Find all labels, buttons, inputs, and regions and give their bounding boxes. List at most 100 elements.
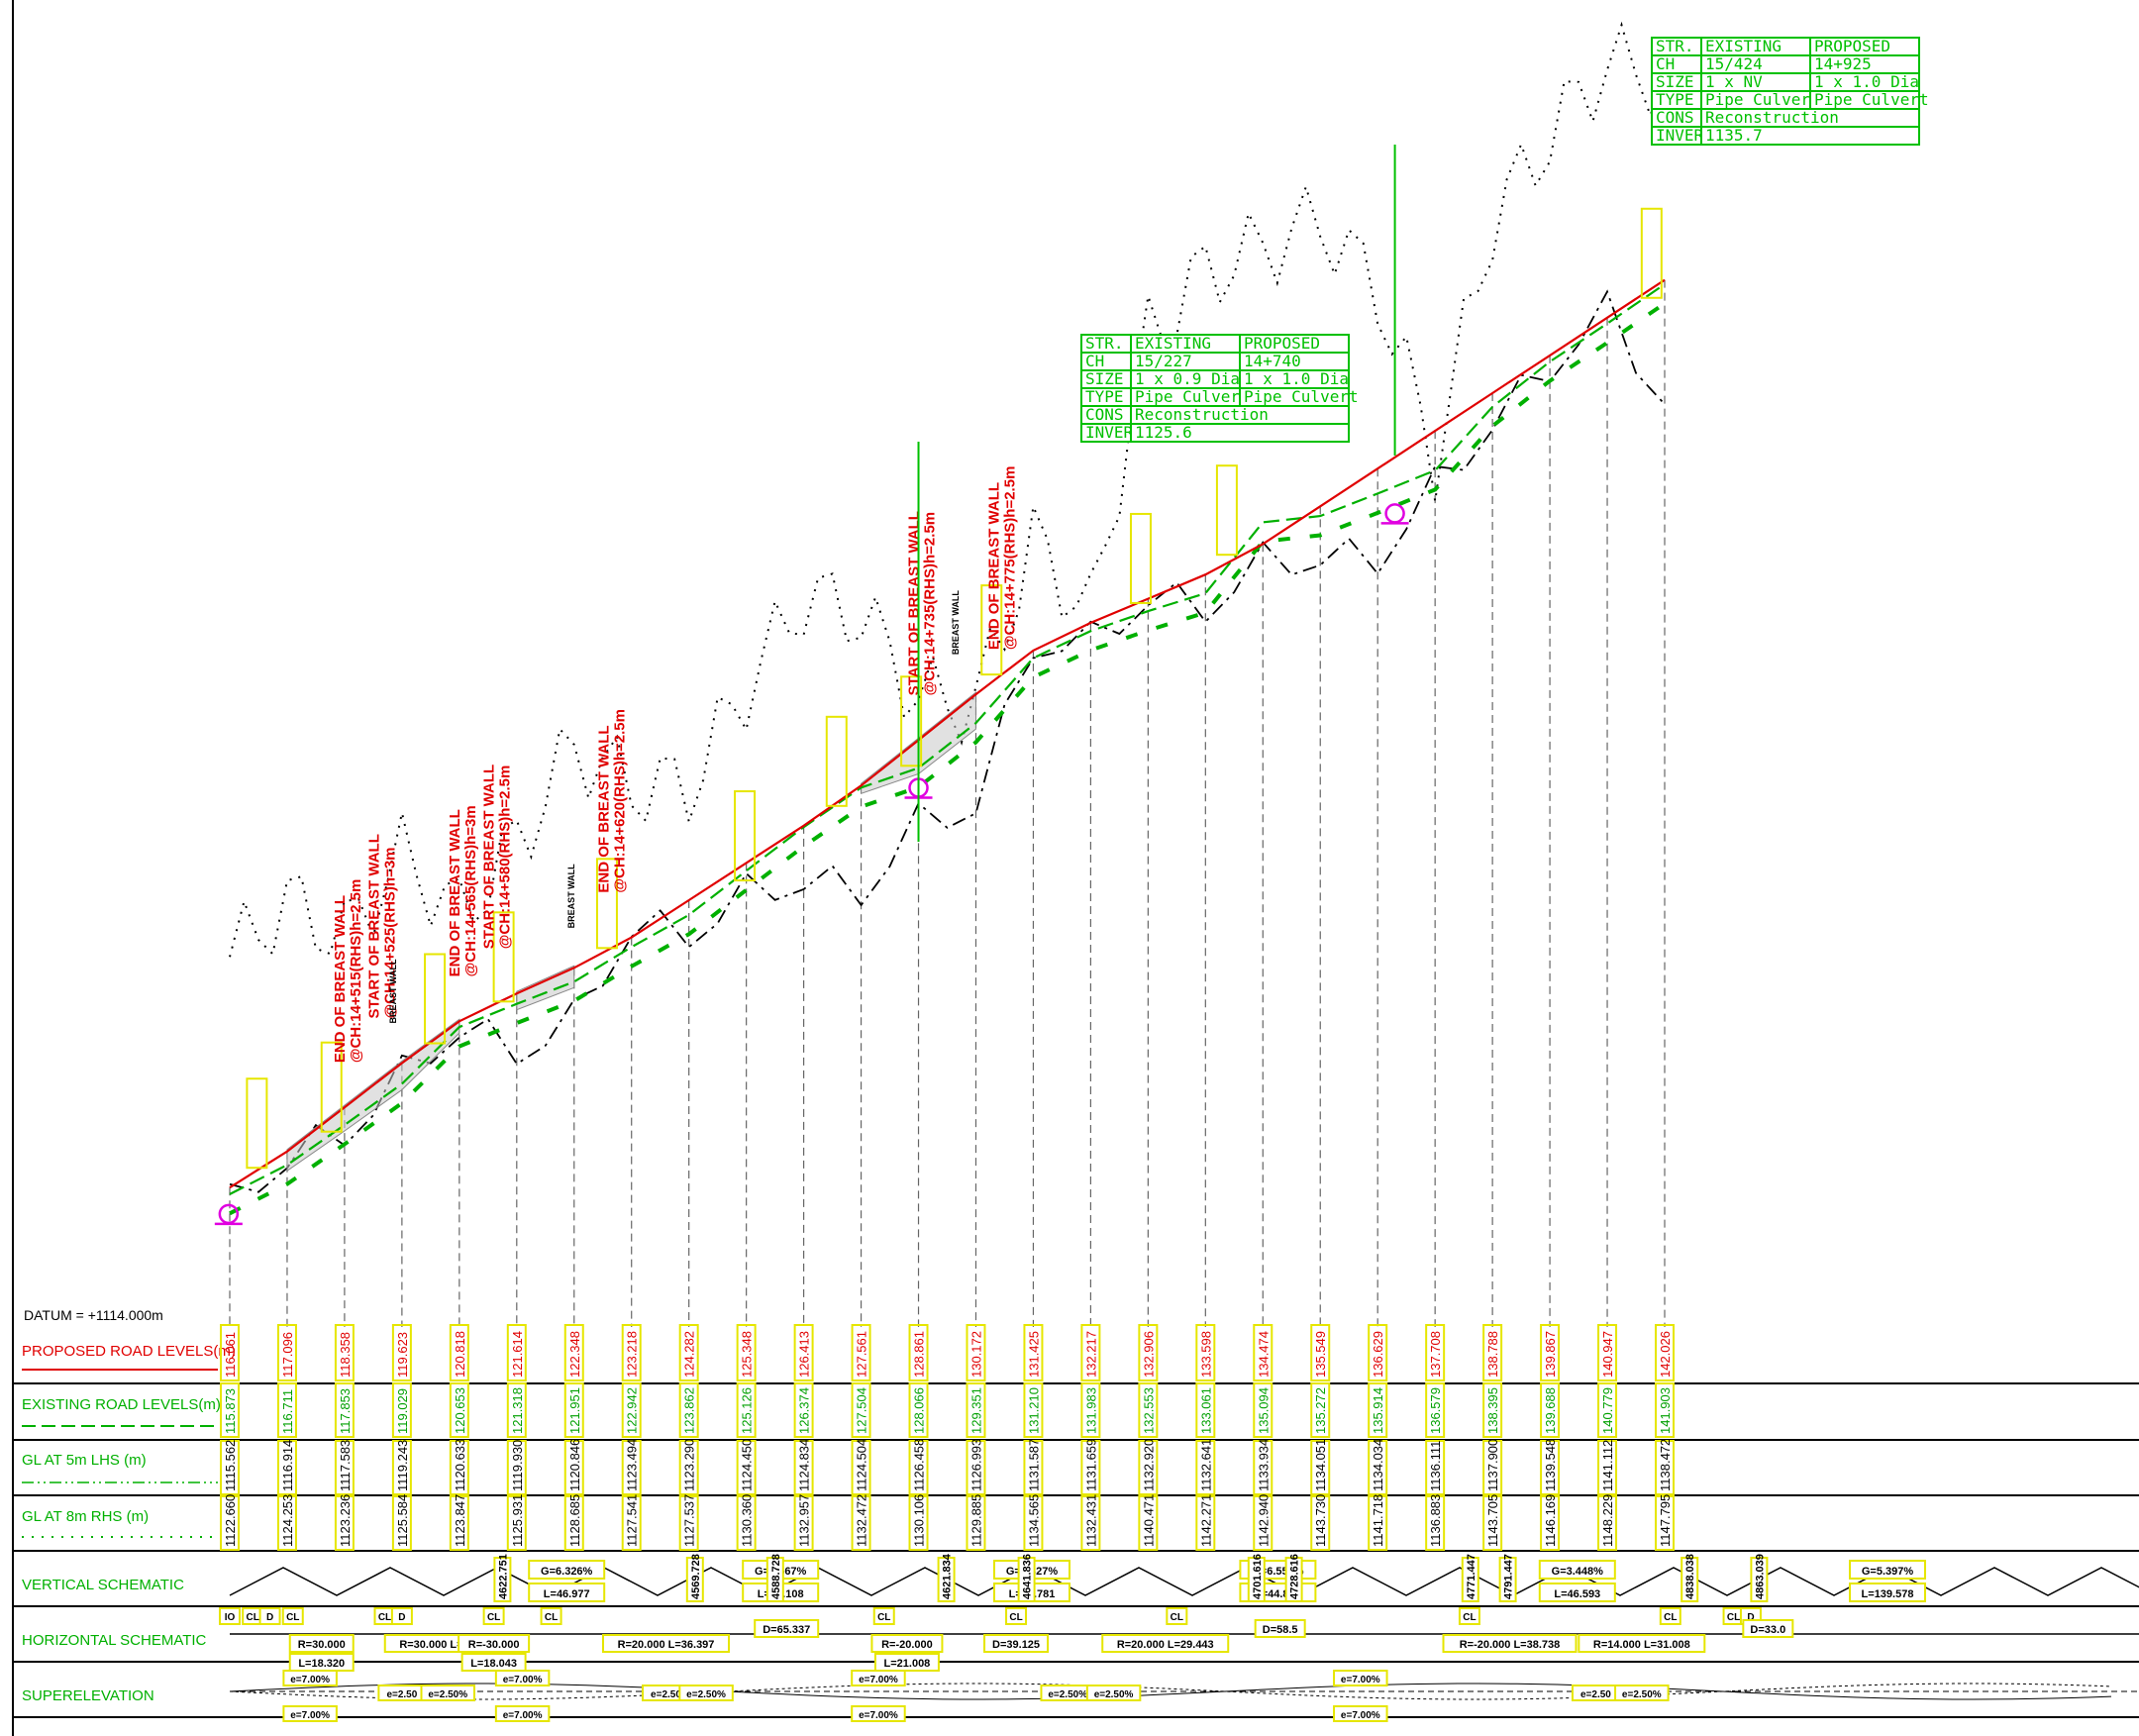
existing-level-value: 120.653 <box>453 1387 467 1434</box>
vertical-ch-box <box>1498 1557 1517 1602</box>
culvert-icon <box>1384 503 1405 524</box>
gl-rhs-value: 1143.730 <box>1313 1494 1328 1547</box>
existing-level-value: 136.579 <box>1428 1387 1443 1434</box>
gl-lhs-value: 1120.633 <box>453 1439 467 1491</box>
value-box <box>1425 1495 1446 1551</box>
structure-cell-text: Pipe Culvert <box>1705 90 1820 109</box>
gl-rhs-value: 1132.431 <box>1083 1494 1098 1547</box>
horizontal-label: D=58.5 <box>1263 1624 1298 1636</box>
value-box <box>621 1324 642 1381</box>
gl-lhs-value: 1131.659 <box>1083 1439 1098 1491</box>
vertical-ch-box <box>1681 1557 1699 1602</box>
proposed-level-value: 134.474 <box>1256 1331 1271 1378</box>
gl-rhs-value: 1136.883 <box>1428 1494 1443 1547</box>
ip-label-box <box>900 675 923 767</box>
super-label: e=2.50% <box>428 1689 467 1700</box>
structure-cell-text: Pipe Culvert <box>1814 90 1929 109</box>
value-box <box>1425 1324 1446 1381</box>
proposed-level-value: 132.217 <box>1083 1331 1098 1378</box>
gl-lhs-value: 1133.934 <box>1256 1439 1271 1491</box>
gl-lhs-value: 1119.243 <box>395 1440 410 1491</box>
gl-lhs-value: 1139.548 <box>1543 1439 1558 1491</box>
existing-level-value: 125.126 <box>740 1387 755 1434</box>
gl-lhs-value: 1137.900 <box>1485 1439 1500 1491</box>
value-box <box>1368 1495 1388 1551</box>
vertical-ch-box <box>1461 1557 1479 1602</box>
gl-lhs-value: 1132.920 <box>1141 1439 1156 1491</box>
value-box <box>851 1382 871 1438</box>
horizontal-label: R=-30.000 <box>468 1639 520 1651</box>
value-box <box>1368 1440 1388 1495</box>
ip-label-box <box>595 858 618 950</box>
value-box <box>736 1495 757 1551</box>
proposed-level-value: 138.788 <box>1485 1331 1500 1378</box>
gl-rhs-line <box>229 21 1666 958</box>
super-label-box <box>420 1685 475 1701</box>
horizontal-label: R=20.000 L=36.397 <box>618 1639 715 1651</box>
structure-cell-text: Reconstruction <box>1705 108 1839 127</box>
proposed-level-value: 121.614 <box>510 1331 525 1378</box>
existing-levels-label: EXISTING ROAD LEVELS(m) <box>22 1396 221 1413</box>
value-box <box>908 1382 929 1438</box>
value-box <box>1425 1382 1446 1438</box>
gl-lhs-value: 1124.504 <box>855 1439 869 1491</box>
value-box <box>736 1324 757 1381</box>
horizontal-label: D=65.337 <box>763 1624 810 1636</box>
structure-cell-text: 14+740 <box>1244 352 1301 370</box>
structure-cell-text: Pipe Culvert <box>1135 387 1250 406</box>
gl-lhs-value: 1120.846 <box>567 1439 582 1491</box>
vertical-label-box <box>528 1583 606 1602</box>
value-box <box>506 1440 527 1495</box>
super-label-box <box>851 1705 906 1722</box>
super-label-box <box>678 1685 734 1701</box>
culvert-icon <box>218 1203 240 1225</box>
gl-lhs-value: 1123.494 <box>625 1439 640 1491</box>
value-box <box>851 1324 871 1381</box>
gl-rhs-value: 1123.236 <box>338 1494 353 1547</box>
gl-rhs-value: 1141.718 <box>1371 1494 1385 1547</box>
horizontal-tag-box <box>258 1607 281 1625</box>
existing-level-value: 131.983 <box>1083 1387 1098 1434</box>
value-box <box>449 1382 469 1438</box>
vertical-ch-box <box>493 1557 512 1602</box>
gl-rhs-value: 1143.705 <box>1485 1494 1500 1547</box>
value-box <box>1023 1495 1044 1551</box>
breast-wall-note: START OF BREAST WALL@CH:14+735(RHS)h=2.5… <box>906 511 939 695</box>
super-label: e=7.00% <box>503 1710 543 1721</box>
super-label: e=2.50% <box>1622 1689 1662 1700</box>
existing-level-value: 135.094 <box>1256 1387 1271 1434</box>
gl-rhs-value: 1132.472 <box>855 1494 869 1547</box>
horizontal-tag: CL <box>545 1612 558 1623</box>
gl-lhs-value: 1116.914 <box>280 1440 295 1491</box>
structure-cell-text: STR. <box>1085 334 1124 353</box>
horizontal-tag: CL <box>247 1612 259 1623</box>
structure-cell-text: 1 x NV <box>1705 72 1763 91</box>
value-box <box>1138 1382 1159 1438</box>
breast-wall-note-line: @CH:14+525(RHS)h=3m <box>382 847 399 1018</box>
gl-rhs-value: 1140.471 <box>1141 1494 1156 1547</box>
gl-lhs-value: 1134.034 <box>1371 1439 1385 1491</box>
vertical-ch: 4701.616 <box>1252 1554 1264 1599</box>
existing-level-value: 131.210 <box>1026 1387 1041 1434</box>
super-label: e=7.00% <box>859 1710 898 1721</box>
ip-label-box <box>320 1041 343 1133</box>
value-box <box>1023 1440 1044 1495</box>
vertical-ch: 4569.728 <box>690 1554 702 1599</box>
value-box <box>1655 1382 1675 1438</box>
existing-level-value: 139.688 <box>1543 1387 1558 1434</box>
gl-rhs-value: 1125.584 <box>395 1494 410 1547</box>
proposed-road-line <box>229 278 1666 1189</box>
existing-level-value: 126.374 <box>797 1387 812 1434</box>
breast-wall-note: END OF BREAST WALL@CH:14+775(RHS)h=2.5m <box>986 466 1019 651</box>
vertical-ch-box <box>1284 1557 1303 1602</box>
breast-wall-label: BREAST WALL <box>566 864 576 928</box>
gl-rhs-value: 1147.795 <box>1658 1494 1673 1547</box>
breast-wall-note-line: @CH:14+565(RHS)h=3m <box>462 805 479 976</box>
existing-level-value: 132.553 <box>1141 1387 1156 1434</box>
proposed-level-value: 137.708 <box>1428 1331 1443 1378</box>
value-box <box>563 1324 584 1381</box>
value-box <box>1482 1382 1503 1438</box>
vertical-label: L=139.578 <box>1862 1588 1914 1600</box>
